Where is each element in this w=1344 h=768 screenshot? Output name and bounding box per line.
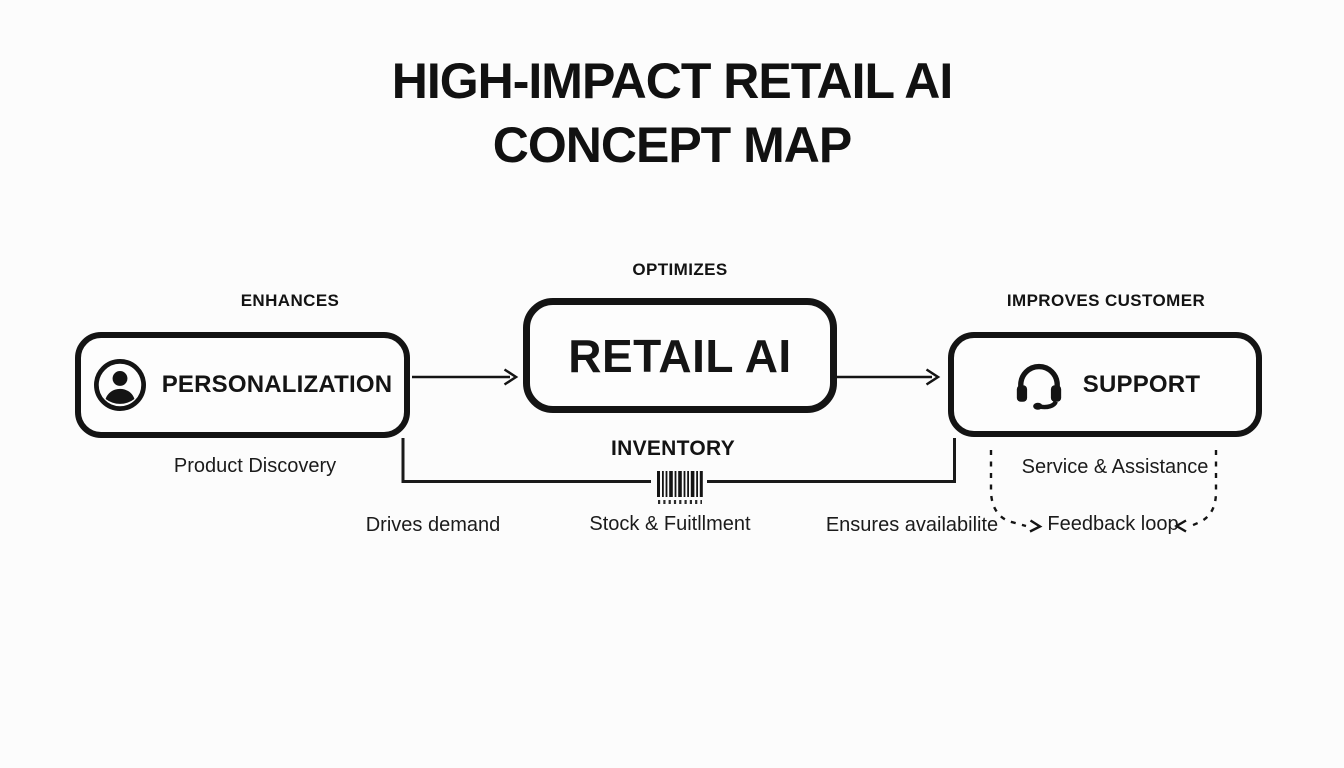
headset-icon xyxy=(1016,363,1061,410)
caption-service-assistance: Service & Assistance xyxy=(1021,456,1209,478)
barcode-icon xyxy=(657,471,703,504)
edge-label-drives-demand: Drives demand xyxy=(365,514,501,536)
inventory-label: INVENTORY xyxy=(610,437,736,460)
caption-stock-fulfillment: Stock & Fuitllment xyxy=(589,513,751,535)
edge-label-feedback-loop: Feedback loop xyxy=(1047,513,1179,535)
edge-label-ensures-availability: Ensures availabilite xyxy=(825,514,999,536)
node-support: SUPPORT xyxy=(948,332,1262,437)
feedback-loop-left-dashed-arrow xyxy=(989,450,1043,533)
node-retail-ai: RETAIL AI xyxy=(523,298,837,413)
arrow-personalization-to-retailai xyxy=(412,368,519,386)
inventory-connector-line xyxy=(401,438,956,483)
relation-label-optimizes: OPTIMIZES xyxy=(632,260,728,279)
caption-product-discovery: Product Discovery xyxy=(173,455,337,477)
page-title: HIGH-IMPACT RETAIL AI CONCEPT MAP xyxy=(0,50,1344,177)
page-title-line2: CONCEPT MAP xyxy=(492,116,852,173)
user-avatar-icon xyxy=(93,359,146,411)
relation-label-enhances: ENHANCES xyxy=(240,291,340,310)
node-personalization-label: PERSONALIZATION xyxy=(161,371,393,398)
feedback-loop-right-dashed-arrow xyxy=(1174,450,1218,533)
node-retail-ai-label: RETAIL AI xyxy=(568,329,792,382)
node-support-label: SUPPORT xyxy=(1082,370,1201,398)
arrow-retailai-to-support xyxy=(837,368,941,386)
node-personalization: PERSONALIZATION xyxy=(75,332,410,438)
relation-label-improves-customer: IMPROVES CUSTOMER xyxy=(1006,291,1206,310)
page-title-line1: HIGH-IMPACT RETAIL AI xyxy=(391,53,953,109)
